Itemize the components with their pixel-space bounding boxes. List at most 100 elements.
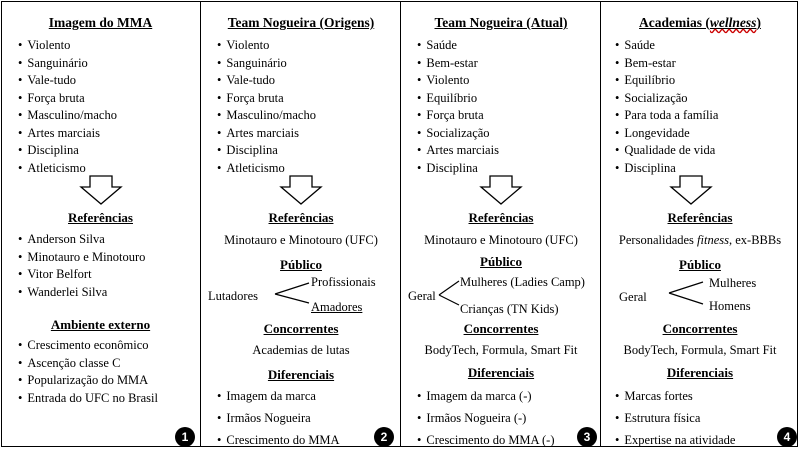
reference-text: Minotauro e Minotouro (UFC) xyxy=(224,233,378,247)
down-arrow-icon xyxy=(79,175,123,205)
list-item: Vitor Belfort xyxy=(18,266,145,284)
down-arrow-icon xyxy=(479,175,523,205)
list-item: Força bruta xyxy=(18,90,117,108)
section-title-concorrentes: Concorrentes xyxy=(463,321,539,336)
audience-branch-a: Mulheres (Ladies Camp) xyxy=(460,275,585,289)
list-item: Artes marciais xyxy=(417,142,499,160)
list-item: Socialização xyxy=(417,125,499,143)
list-item: Violento xyxy=(217,37,316,55)
column-title-part: Academias ( xyxy=(639,15,710,30)
list-item: Crescimento do MMA xyxy=(217,429,339,451)
number-badge: 2 xyxy=(374,427,394,447)
audience-root: Geral xyxy=(619,290,647,304)
section-title-concorrentes: Concorrentes xyxy=(662,321,738,336)
list-item: Estrutura física xyxy=(615,407,735,429)
list-item: Irmãos Nogueira (-) xyxy=(417,407,555,429)
differentials-list: Marcas fortes Estrutura física Expertise… xyxy=(615,385,735,451)
section-title-ambiente-externo: Ambiente externo xyxy=(50,317,151,332)
reference-part: Personalidades xyxy=(618,233,698,247)
competitors-text: Academias de lutas xyxy=(252,343,350,357)
list-item: Vale-tudo xyxy=(217,72,316,90)
audience-branch xyxy=(438,280,460,306)
list-item: Violento xyxy=(417,72,499,90)
down-arrow-icon xyxy=(669,175,713,205)
column-imagem-mma: Imagem do MMA Violento Sanguinário Vale-… xyxy=(1,1,200,447)
audience-root: Geral xyxy=(408,289,436,303)
differentials-list: Imagem da marca Irmãos Nogueira Crescime… xyxy=(217,385,340,451)
list-item: Disciplina xyxy=(217,142,316,160)
list-item: Atleticismo xyxy=(18,160,117,178)
column-title: Team Nogueira (Origens) xyxy=(227,15,375,30)
reference-text: Personalidades fitness, ex-BBBs xyxy=(601,233,799,248)
audience-branch-a: Mulheres xyxy=(709,276,757,290)
competitors-text: BodyTech, Formula, Smart Fit xyxy=(424,343,578,357)
list-item: Artes marciais xyxy=(217,125,316,143)
list-item: Disciplina xyxy=(417,160,499,178)
section-title-publico: Público xyxy=(679,257,721,272)
list-item: Qualidade de vida xyxy=(615,142,718,160)
list-item: Longevidade xyxy=(615,125,718,143)
column-title: Team Nogueira (Atual) xyxy=(434,15,568,30)
section-title-referencias: Referências xyxy=(667,210,733,225)
list-item: Crescimento do MMA (-) xyxy=(417,429,554,451)
list-item: Bem-estar xyxy=(615,55,718,73)
list-item: Popularização do MMA xyxy=(18,372,158,390)
down-arrow-icon xyxy=(279,175,323,205)
section-title-referencias: Referências xyxy=(468,210,534,225)
list-item: Equilíbrio xyxy=(615,72,718,90)
attribute-list: Saúde Bem-estar Equilíbrio Socialização … xyxy=(615,37,718,177)
list-item: Atleticismo xyxy=(217,160,316,178)
column-title: Academias (wellness) xyxy=(601,15,799,31)
attribute-list: Violento Sanguinário Vale-tudo Força bru… xyxy=(217,37,316,177)
audience-branch-b: Homens xyxy=(709,299,751,313)
audience-branch-a: Profissionais xyxy=(311,275,376,289)
list-item: Saúde xyxy=(615,37,718,55)
list-item: Masculino/macho xyxy=(18,107,117,125)
differentials-list: Imagem da marca (-) Irmãos Nogueira (-) … xyxy=(417,385,555,451)
audience-branch xyxy=(274,282,310,304)
list-item: Disciplina xyxy=(615,160,718,178)
section-title-concorrentes: Concorrentes xyxy=(263,321,339,336)
column-title-part: ) xyxy=(756,15,761,30)
audience-branch-b: Amadores xyxy=(311,300,363,314)
list-item: Wanderlei Silva xyxy=(18,284,145,302)
reference-text: Minotauro e Minotouro (UFC) xyxy=(424,233,578,247)
list-item: Bem-estar xyxy=(417,55,499,73)
list-item: Imagem da marca xyxy=(217,385,340,407)
competitors-text: BodyTech, Formula, Smart Fit xyxy=(623,343,777,357)
section-title-diferenciais: Diferenciais xyxy=(666,365,734,380)
list-item: Vale-tudo xyxy=(18,72,117,90)
list-item: Equilíbrio xyxy=(417,90,499,108)
list-item: Para toda a família xyxy=(615,107,718,125)
reference-part: , ex-BBBs xyxy=(728,233,782,247)
list-item: Sanguinário xyxy=(18,55,117,73)
column-title: Imagem do MMA xyxy=(48,15,153,30)
list-item: Expertise na atividade xyxy=(615,429,735,451)
column-team-nogueira-atual: Team Nogueira (Atual) Saúde Bem-estar Vi… xyxy=(400,1,600,447)
list-item: Irmãos Nogueira xyxy=(217,407,340,429)
list-item: Socialização xyxy=(615,90,718,108)
list-item: Imagem da marca (-) xyxy=(417,385,555,407)
list-item: Sanguinário xyxy=(217,55,316,73)
audience-branch-b: Crianças (TN Kids) xyxy=(460,302,559,316)
reference-emphasis: fitness xyxy=(697,233,729,247)
column-academias-wellness: Academias (wellness) Saúde Bem-estar Equ… xyxy=(600,1,798,447)
section-title-publico: Público xyxy=(280,257,322,272)
number-badge: 3 xyxy=(577,427,597,447)
list-item: Entrada do UFC no Brasil xyxy=(18,390,158,408)
list-item: Anderson Silva xyxy=(18,231,145,249)
list-item: Minotauro e Minotouro xyxy=(18,249,145,267)
list-item: Ascenção classe C xyxy=(18,355,158,373)
column-title-emphasis: wellness xyxy=(709,15,757,30)
references-list: Anderson Silva Minotauro e Minotouro Vit… xyxy=(18,231,145,301)
audience-branch xyxy=(668,281,704,305)
list-item: Violento xyxy=(18,37,117,55)
list-item: Masculino/macho xyxy=(217,107,316,125)
environment-list: Crescimento econômico Ascenção classe C … xyxy=(18,337,158,407)
attribute-list: Saúde Bem-estar Violento Equilíbrio Forç… xyxy=(417,37,499,177)
section-title-diferenciais: Diferenciais xyxy=(267,367,335,382)
column-team-nogueira-origens: Team Nogueira (Origens) Violento Sanguin… xyxy=(200,1,400,447)
number-badge: 4 xyxy=(777,427,797,447)
list-item: Disciplina xyxy=(18,142,117,160)
